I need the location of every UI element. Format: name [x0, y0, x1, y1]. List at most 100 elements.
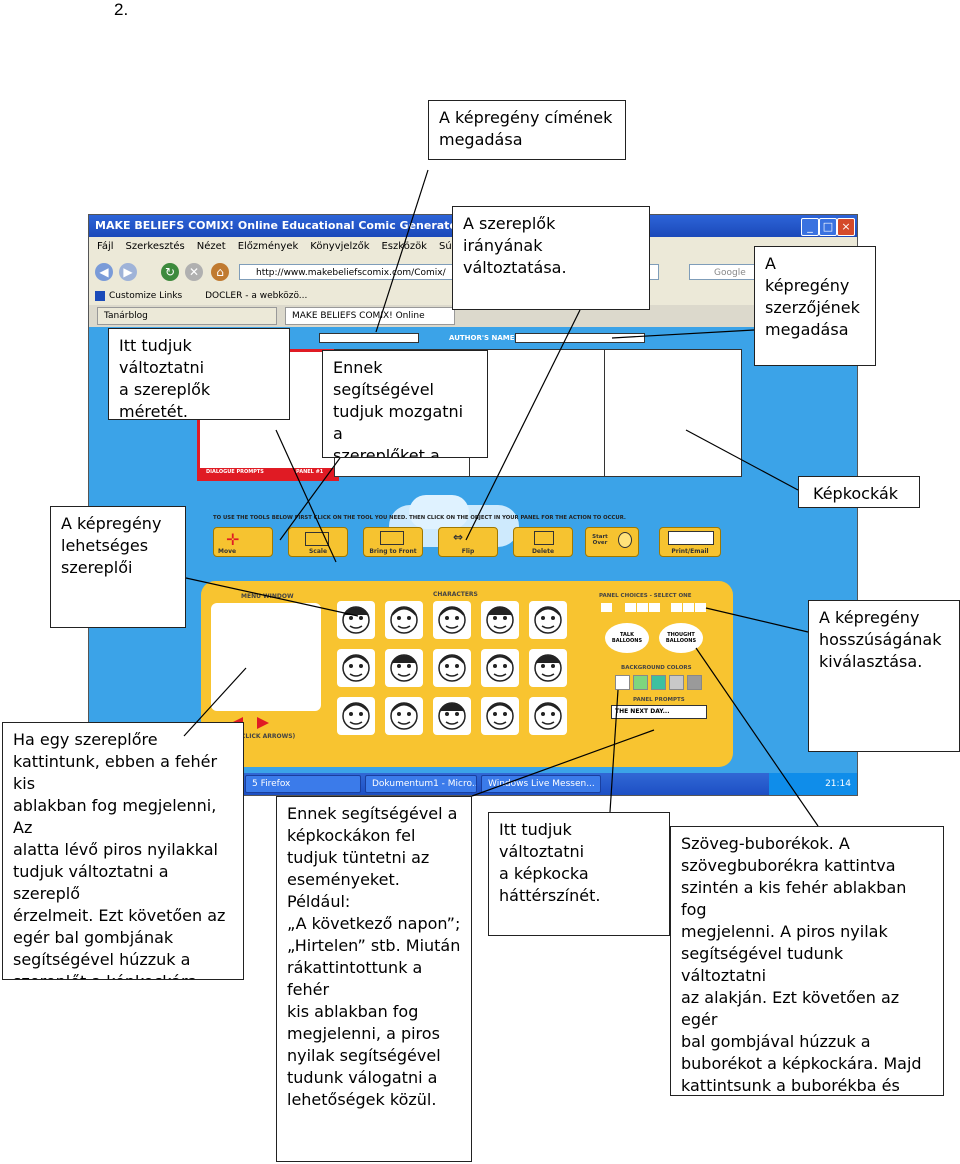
character-curly-woman[interactable] [433, 649, 471, 687]
taskbar-messenger[interactable]: Windows Live Messen... [481, 775, 601, 793]
menu-tools[interactable]: Eszközök [381, 241, 427, 252]
search-placeholder: Google [714, 268, 746, 278]
title-field[interactable] [319, 333, 419, 343]
menu-bookmarks[interactable]: Könyvjelzők [310, 241, 370, 252]
character-wolf[interactable] [529, 649, 567, 687]
swatch-gray[interactable] [687, 675, 702, 690]
panel-choice-3[interactable] [637, 603, 648, 612]
callout-events: Ennek segítségével a képkockákon fel tud… [276, 796, 472, 1162]
menu-window-label: MENU WINDOW [241, 593, 294, 600]
bookmark-customize-links[interactable]: Customize Links [109, 291, 183, 301]
character-girl-bow[interactable] [529, 697, 567, 735]
panel-choice-5[interactable] [671, 603, 682, 612]
panel-choice-options [601, 603, 711, 613]
menu-edit[interactable]: Szerkesztés [125, 241, 185, 252]
panel-choice-6[interactable] [683, 603, 694, 612]
author-field[interactable] [515, 333, 645, 343]
swatch-green[interactable] [633, 675, 648, 690]
character-woman-glasses[interactable] [433, 601, 471, 639]
tool-label: Flip [461, 548, 475, 555]
swatch-white[interactable] [615, 675, 630, 690]
panel-choice-1[interactable] [601, 603, 612, 612]
panel-prompt-field[interactable]: THE NEXT DAY... [611, 705, 707, 719]
talk-balloons-label: TALK BALLOONS [611, 632, 643, 644]
menu-help[interactable]: Súgó [439, 241, 464, 252]
tab-make-beliefs[interactable]: MAKE BELIEFS COMIX! Online Educ... [285, 307, 455, 337]
menu-history[interactable]: Előzmények [237, 241, 299, 252]
talk-balloons-button[interactable]: TALK BALLOONS [605, 623, 649, 653]
stop-icon[interactable]: ✕ [185, 263, 203, 281]
taskbar-word[interactable]: Dokumentum1 - Micro... [365, 775, 477, 793]
character-boy-hat[interactable] [481, 697, 519, 735]
bookmark-docler[interactable]: DOCLER - a webközö... [205, 291, 308, 301]
instruction-text: TO USE THE TOOLS BELOW FIRST CLICK ON TH… [213, 515, 626, 521]
character-bunny[interactable] [481, 601, 519, 639]
callout-background: Itt tudjuk változtatni a képkocka háttér… [488, 812, 670, 936]
character-boy[interactable] [481, 649, 519, 687]
taskbar-firefox[interactable]: 5 Firefox [245, 775, 361, 793]
panel-prompts-label: PANEL PROMPTS [633, 697, 685, 703]
flip-icon: ⇔ [453, 530, 464, 544]
move-tool-button[interactable]: ✛ Move [213, 527, 273, 557]
background-colors-label: BACKGROUND COLORS [621, 665, 692, 671]
forward-icon[interactable]: ▶ [119, 263, 137, 281]
scale-icon [305, 532, 329, 546]
flip-tool-button[interactable]: ⇔ Flip [438, 527, 498, 557]
tab-label: Tanárblog [104, 311, 148, 321]
menu-file[interactable]: Fájl [97, 241, 114, 252]
click-arrows-label: CLICK ARROWS) [241, 733, 296, 740]
character-cat[interactable] [337, 649, 375, 687]
scale-tool-button[interactable]: Scale [288, 527, 348, 557]
move-arrows-icon: ✛ [226, 530, 240, 549]
callout-length: A képregény hosszúságának kiválasztása. [808, 600, 960, 752]
delete-tool-button[interactable]: Delete [513, 527, 573, 557]
character-dog[interactable] [337, 601, 375, 639]
taskbar-item-label: 5 Firefox [252, 779, 291, 789]
callout-move: Ennek segítségével tudjuk mozgatni a sze… [322, 350, 488, 458]
character-man-glasses[interactable] [529, 601, 567, 639]
menu-window [211, 603, 321, 711]
character-wolf-suit[interactable] [337, 697, 375, 735]
minimize-button[interactable]: _ [801, 218, 819, 236]
panel-choice-4[interactable] [649, 603, 660, 612]
characters-label: CHARACTERS [433, 591, 478, 598]
print-email-button[interactable]: Print/Email [659, 527, 721, 557]
panel-choice-2[interactable] [625, 603, 636, 612]
page-number: 2. [114, 0, 129, 19]
clock: 21:14 [825, 779, 851, 789]
thought-balloons-button[interactable]: THOUGHT BALLOONS [659, 623, 703, 653]
dialogue-prompts-label[interactable]: DIALOGUE PROMPTS [206, 469, 264, 475]
swatch-teal[interactable] [651, 675, 666, 690]
bring-to-front-tool-button[interactable]: Bring to Front [363, 527, 423, 557]
menu-view[interactable]: Nézet [196, 241, 226, 252]
start-over-button[interactable]: Start Over [585, 527, 639, 557]
comic-panel-3[interactable] [469, 349, 605, 477]
panel-1-footer: DIALOGUE PROMPTS PANEL #1 [200, 468, 336, 478]
tool-bar: ✛ Move Scale Bring to Front ⇔ Flip Delet… [213, 527, 733, 557]
cloud-decoration [409, 495, 469, 529]
callout-title: A képregény címének megadása [428, 100, 626, 160]
next-arrow-icon[interactable] [257, 717, 269, 729]
callout-size: Itt tudjuk változtatni a szereplők méret… [108, 328, 290, 420]
comic-panel-4[interactable] [604, 349, 742, 477]
back-icon[interactable]: ◀ [95, 263, 113, 281]
panel-number-label: PANEL #1 [296, 469, 324, 475]
tool-label: Print/Email [671, 548, 709, 555]
character-man-top-hat[interactable] [385, 697, 423, 735]
print-icon [668, 531, 714, 545]
close-button[interactable]: × [837, 218, 855, 236]
system-tray: 21:14 [769, 773, 857, 795]
layers-icon [380, 531, 404, 545]
reload-icon[interactable]: ↻ [161, 263, 179, 281]
character-crocodile[interactable] [385, 649, 423, 687]
characters-area: MENU WINDOW CLICK ARROWS) CHARACTERS PAN… [201, 581, 733, 767]
swatch-light-gray[interactable] [669, 675, 684, 690]
panel-choice-7[interactable] [695, 603, 706, 612]
home-icon[interactable]: ⌂ [211, 263, 229, 281]
panel-prompt-value: THE NEXT DAY... [615, 708, 670, 715]
tab-tanarblog[interactable]: Tanárblog [97, 307, 277, 325]
character-woman-headscarf[interactable] [433, 697, 471, 735]
taskbar-item-label: Windows Live Messen... [488, 779, 595, 789]
character-girl-dark-hair[interactable] [385, 601, 423, 639]
maximize-button[interactable]: □ [819, 218, 837, 236]
